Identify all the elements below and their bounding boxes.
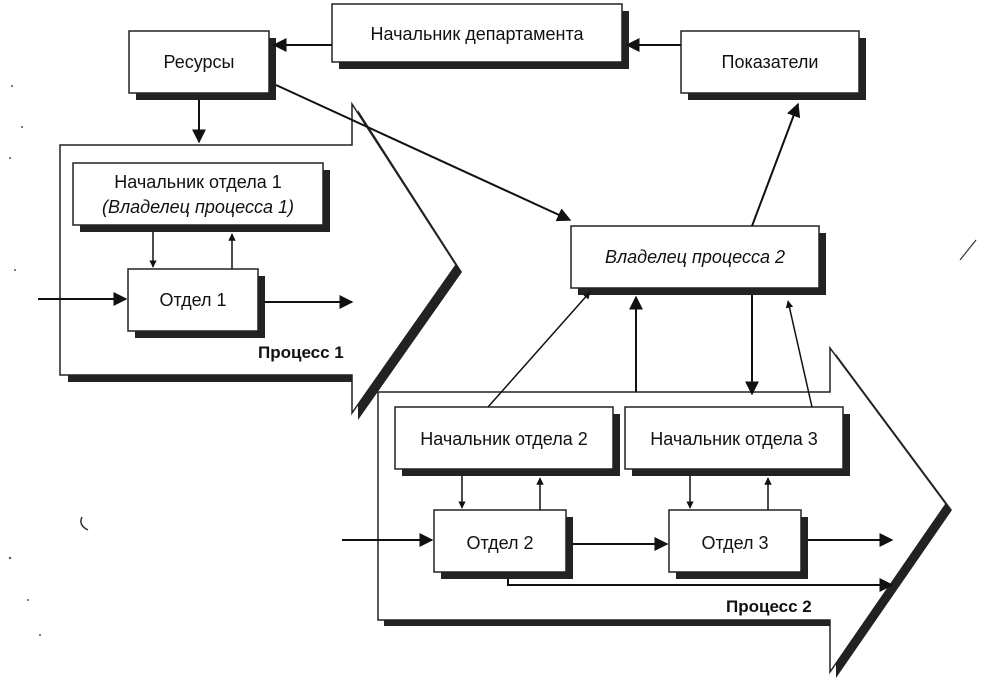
section-head-2-label: Начальник отдела 2	[420, 429, 587, 449]
arrow-head3-to-owner2	[785, 300, 813, 408]
indicators-box: Показатели	[680, 30, 866, 100]
scan-specks	[8, 85, 977, 636]
arrow-owner2-to-indicators	[751, 102, 801, 227]
arrow-bypass-output	[507, 578, 894, 592]
section-head-1-label: Начальник отдела 1	[114, 172, 281, 192]
section-head-3-label: Начальник отдела 3	[650, 429, 817, 449]
dept-head-label: Начальник департамента	[370, 24, 584, 44]
resources-box: Ресурсы	[128, 30, 276, 100]
process-1-chevron	[59, 101, 462, 420]
section-head-1-box: Начальник отдела 1 (Владелец процесса 1)	[72, 162, 330, 232]
process-2-label: Процесс 2	[726, 597, 812, 616]
section-1-box: Отдел 1	[127, 268, 265, 338]
connectors	[38, 38, 894, 592]
section-3-label: Отдел 3	[701, 533, 768, 553]
section-3-box: Отдел 3	[668, 509, 808, 579]
section-head-3-box: Начальник отдела 3	[624, 406, 850, 476]
section-2-label: Отдел 2	[466, 533, 533, 553]
process-owner-2-label: Владелец процесса 2	[605, 247, 785, 267]
process-1-label: Процесс 1	[258, 343, 344, 362]
process-owner-1-label: (Владелец процесса 1)	[102, 197, 294, 217]
arrow-head2-to-owner2	[487, 291, 591, 408]
section-2-box: Отдел 2	[433, 509, 573, 579]
dept-head-box: Начальник департамента	[331, 3, 629, 69]
section-head-2-box: Начальник отдела 2	[394, 406, 620, 476]
process-owner-2-box: Владелец процесса 2	[570, 225, 826, 295]
arrow-resources-to-owner2	[275, 84, 572, 222]
indicators-label: Показатели	[722, 52, 819, 72]
section-1-label: Отдел 1	[159, 290, 226, 310]
resources-label: Ресурсы	[164, 52, 235, 72]
